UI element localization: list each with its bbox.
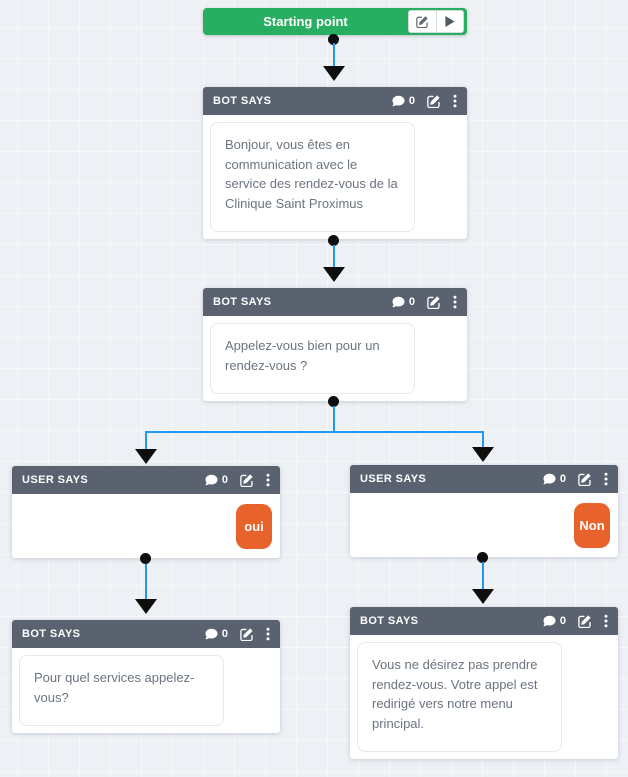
start-node-label: Starting point [263, 14, 348, 29]
connector-arrowhead [135, 449, 157, 464]
connector-line [333, 43, 335, 67]
connector-arrowhead [323, 267, 345, 282]
connector-arrowhead [472, 589, 494, 604]
node-header[interactable]: USER SAYS 0 [12, 466, 280, 494]
user-says-node-1: USER SAYS 0 oui [12, 466, 280, 558]
connector-arrowhead [472, 447, 494, 462]
node-body: Pour quel services appelez-vous? [12, 648, 280, 733]
more-options-button[interactable] [453, 94, 457, 108]
more-options-button[interactable] [604, 472, 608, 486]
node-header[interactable]: BOT SAYS 0 [350, 607, 618, 635]
connector-line [333, 406, 335, 432]
start-node-buttons [408, 10, 464, 33]
node-body: Appelez-vous bien pour un rendez-vous ? [203, 316, 467, 401]
answer-chip[interactable]: oui [236, 504, 272, 549]
node-type-label: BOT SAYS [360, 615, 419, 627]
edit-node-button[interactable] [427, 94, 441, 108]
answer-chip[interactable]: Non [574, 503, 610, 548]
comment-icon [543, 473, 556, 485]
bot-message[interactable]: Bonjour, vous êtes en communication avec… [210, 122, 415, 232]
more-options-button[interactable] [604, 614, 608, 628]
comments-button[interactable]: 0 [392, 296, 415, 308]
user-says-node-2: USER SAYS 0 Non [350, 465, 618, 557]
edit-node-button[interactable] [578, 472, 592, 486]
node-body: Vous ne désirez pas prendre rendez-vous.… [350, 635, 618, 759]
edit-node-button[interactable] [240, 627, 254, 641]
comment-icon [543, 615, 556, 627]
node-type-label: USER SAYS [22, 474, 89, 486]
connector-line [145, 431, 147, 450]
comments-button[interactable]: 0 [543, 473, 566, 485]
edit-start-button[interactable] [409, 11, 436, 32]
bot-message[interactable]: Vous ne désirez pas prendre rendez-vous.… [357, 642, 562, 752]
node-type-label: BOT SAYS [213, 296, 272, 308]
node-header[interactable]: BOT SAYS 0 [203, 87, 467, 115]
node-type-label: BOT SAYS [213, 95, 272, 107]
connector-arrowhead [135, 599, 157, 614]
bot-says-node-1: BOT SAYS 0 Bonjour, vous êtes en communi… [203, 87, 467, 239]
connector-arrowhead [323, 66, 345, 81]
connection-handle[interactable] [477, 552, 488, 563]
edit-node-button[interactable] [240, 473, 254, 487]
connector-line [482, 562, 484, 590]
connection-handle[interactable] [328, 34, 339, 45]
more-options-button[interactable] [453, 295, 457, 309]
comment-count: 0 [408, 296, 415, 308]
comment-count: 0 [221, 474, 228, 486]
more-options-button[interactable] [266, 473, 270, 487]
more-options-button[interactable] [266, 627, 270, 641]
connection-handle[interactable] [140, 553, 151, 564]
run-flow-button[interactable] [436, 11, 463, 32]
connector-line [145, 431, 484, 433]
comment-count: 0 [408, 95, 415, 107]
comments-button[interactable]: 0 [205, 628, 228, 640]
node-type-label: BOT SAYS [22, 628, 81, 640]
connector-line [145, 564, 147, 600]
edit-node-button[interactable] [427, 295, 441, 309]
bot-says-node-2: BOT SAYS 0 Appelez-vous bien pour un ren… [203, 288, 467, 401]
comments-button[interactable]: 0 [392, 95, 415, 107]
edit-node-button[interactable] [578, 614, 592, 628]
comment-icon [205, 474, 218, 486]
comments-button[interactable]: 0 [543, 615, 566, 627]
bot-says-node-4: BOT SAYS 0 Vous ne désirez pas prendre r… [350, 607, 618, 759]
node-header[interactable]: USER SAYS 0 [350, 465, 618, 493]
comment-icon [205, 628, 218, 640]
bot-says-node-3: BOT SAYS 0 Pour quel services appelez-vo… [12, 620, 280, 733]
node-body: oui [12, 494, 280, 558]
comment-icon [392, 95, 405, 107]
comments-button[interactable]: 0 [205, 474, 228, 486]
connection-handle[interactable] [328, 235, 339, 246]
bot-message[interactable]: Appelez-vous bien pour un rendez-vous ? [210, 323, 415, 394]
node-header[interactable]: BOT SAYS 0 [12, 620, 280, 648]
comment-count: 0 [559, 615, 566, 627]
connector-line [333, 245, 335, 268]
connector-line [482, 431, 484, 448]
node-header[interactable]: BOT SAYS 0 [203, 288, 467, 316]
play-icon [445, 16, 455, 27]
comment-icon [392, 296, 405, 308]
connection-handle[interactable] [328, 396, 339, 407]
node-body: Non [350, 493, 618, 557]
comment-count: 0 [559, 473, 566, 485]
pencil-square-icon [416, 15, 429, 28]
node-body: Bonjour, vous êtes en communication avec… [203, 115, 467, 239]
bot-message[interactable]: Pour quel services appelez-vous? [19, 655, 224, 726]
comment-count: 0 [221, 628, 228, 640]
start-node[interactable]: Starting point [203, 8, 467, 35]
node-type-label: USER SAYS [360, 473, 427, 485]
